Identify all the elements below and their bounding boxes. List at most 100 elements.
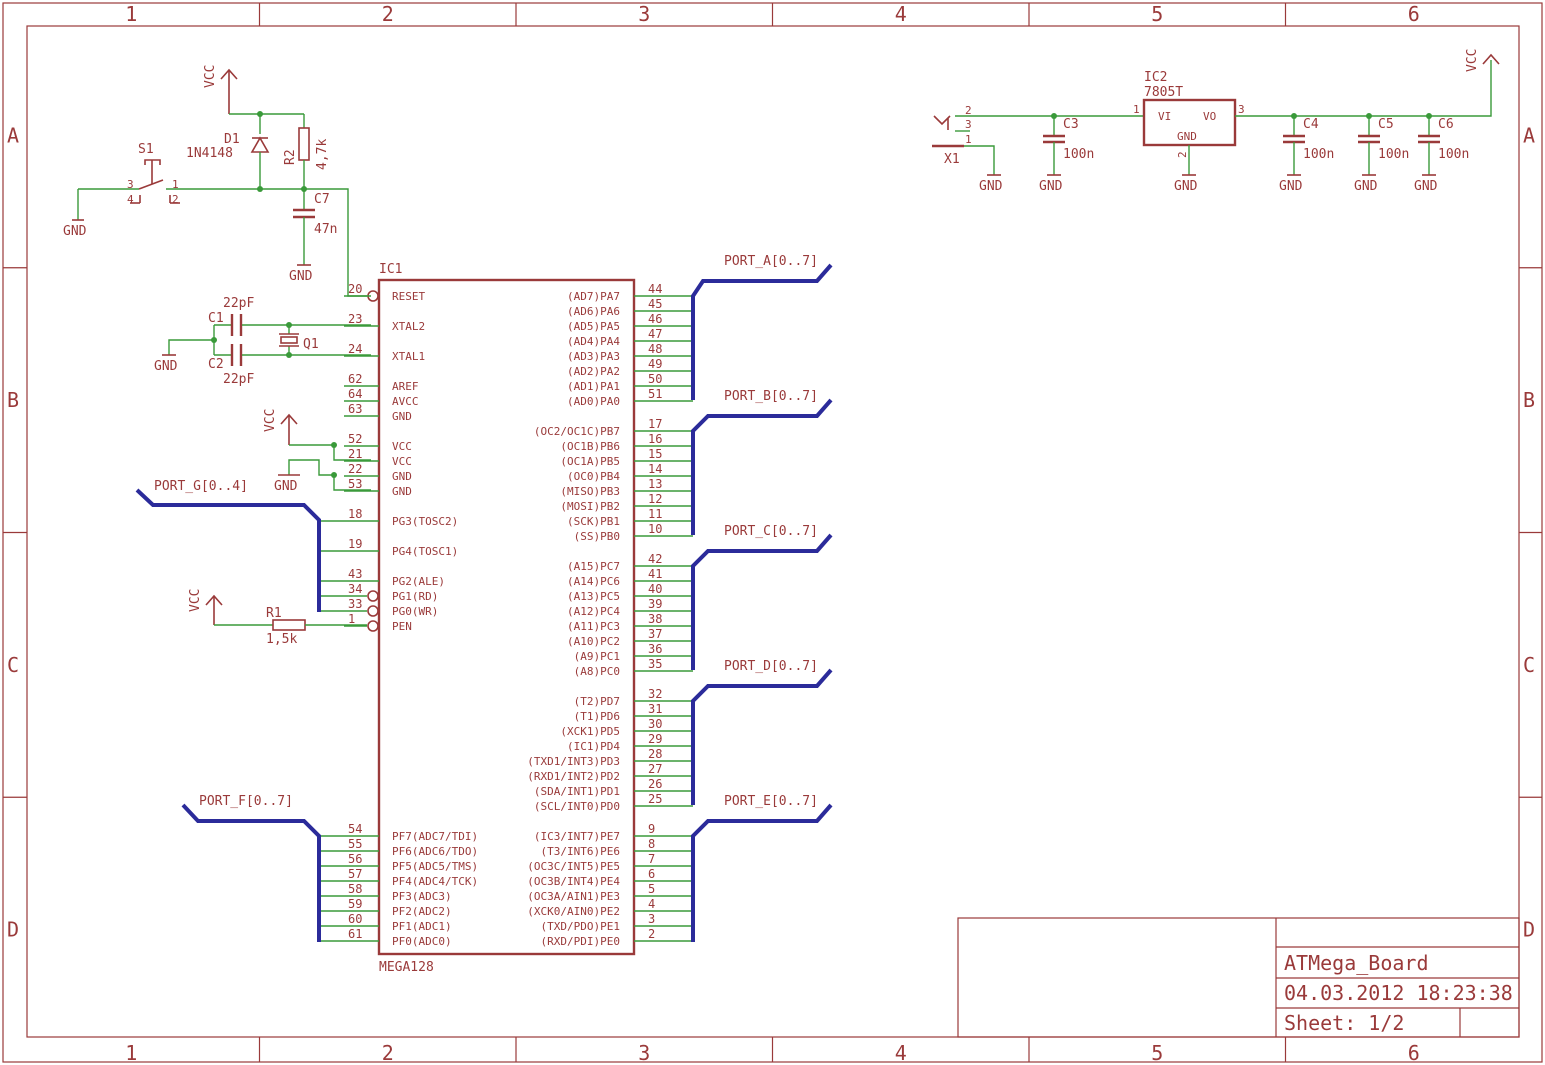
ic1-pin-number: 62 [348,372,362,386]
ic1-pin-number: 56 [348,852,362,866]
ic1-pin-name: (AD2)PA2 [567,365,620,378]
ic1-pin-number: 9 [648,822,655,836]
vcc-label-r1: VCC [188,589,203,612]
c4-ref: C4 [1303,117,1319,132]
ic1-pin-number: 39 [648,597,662,611]
c2-value: 22pF [223,372,254,387]
ic1-pin-number: 15 [648,447,662,461]
ic1-pin-name: (SCK)PB1 [567,515,620,528]
ic1: IC1 MEGA128 20RESET23XTAL224XTAL162AREF6… [319,262,693,975]
ic1-pin-number: 60 [348,912,362,926]
zone-col-label: 2 [382,1041,394,1065]
ic1-pin-number: 46 [648,312,662,326]
ic1-pin-name: PF6(ADC6/TDO) [392,845,478,858]
ic1-pin-number: 44 [648,282,662,296]
ic1-pin-name: GND [392,410,412,423]
title-datetime: 04.03.2012 18:23:38 [1284,981,1513,1005]
ic1-pin-name: (TXD/PDO)PE1 [541,920,620,933]
ic1-pin-name: (IC3/INT7)PE7 [534,830,620,843]
ic1-pin-number: 8 [648,837,655,851]
c3-value: 100n [1063,147,1094,162]
c4-value: 100n [1303,147,1334,162]
ic2-pin-3: 3 [1238,103,1245,116]
c1-value: 22pF [223,296,254,311]
zone-row-label: A [7,123,19,147]
x1-pin-1: 1 [965,133,972,146]
ic1-pin-number: 12 [648,492,662,506]
ic1-pin-name: (AD6)PA6 [567,305,620,318]
zone-row-label: C [1523,653,1535,677]
ic1-pin-name: (AD0)PA0 [567,395,620,408]
ic1-pin-number: 4 [648,897,655,911]
ic1-pin-name: (AD4)PA4 [567,335,620,348]
gnd-label-c6: GND [1414,179,1438,194]
ic1-pin-number: 11 [648,507,662,521]
ic1-pin-name: PF2(ADC2) [392,905,452,918]
d1-ref: D1 [224,132,240,147]
ic1-pin-name: (SDA/INT1)PD1 [534,785,620,798]
s1-ref: S1 [138,142,154,157]
buses: PORT_A[0..7] PORT_B[0..7] PORT_C[0..7] P… [135,254,833,942]
zone-col-label: 3 [638,1041,650,1065]
ic1-pin-number: 64 [348,387,362,401]
ic1-pin-number: 14 [648,462,662,476]
ic1-pin-name: AVCC [392,395,419,408]
ic1-pin-number: 19 [348,537,362,551]
ic2-value: 7805T [1144,85,1183,100]
ic1-pin-name: (OC2/OC1C)PB7 [534,425,620,438]
c3-ref: C3 [1063,117,1079,132]
ic1-pin-name: XTAL1 [392,350,425,363]
zone-col-label: 2 [382,2,394,26]
ic1-pin-name: PG3(TOSC2) [392,515,458,528]
ic1-pin-number: 36 [648,642,662,656]
d1-value: 1N4148 [186,146,233,161]
ic1-pin-name: (A10)PC2 [567,635,620,648]
bus-label-port-c: PORT_C[0..7] [724,524,818,539]
gnd-label-c3: GND [1039,179,1063,194]
ic1-pin-name: (XCK0/AIN0)PE2 [527,905,620,918]
q1-ref: Q1 [303,337,319,352]
ic1-pin-number: 25 [648,792,662,806]
bus-label-port-a: PORT_A[0..7] [724,254,818,269]
ic1-pin-name: AREF [392,380,419,393]
gnd-label-xtal: GND [154,359,178,374]
s1-pin-3: 3 [127,178,134,191]
ic1-pin-number: 35 [648,657,662,671]
bus-label-port-e: PORT_E[0..7] [724,794,818,809]
c2-ref: C2 [208,357,224,372]
power-supply: 2 3 1 X1 GND C3 100n GND IC2 7805T VI VO… [932,49,1500,194]
ic1-pin-number: 63 [348,402,362,416]
ic1-pin-name: (A9)PC1 [574,650,620,663]
ic1-pin-name: (RXD/PDI)PE0 [541,935,620,948]
ic1-pin-number: 28 [648,747,662,761]
ic1-pin-name: GND [392,470,412,483]
ic1-pin-name: (OC1A)PB5 [560,455,620,468]
ic1-pin-name: (T1)PD6 [574,710,620,723]
s1-pin-2: 2 [172,193,179,206]
ic1-pin-name: (OC3A/AIN1)PE3 [527,890,620,903]
ic1-pin-name: PG0(WR) [392,605,438,618]
ic1-pin-name: (OC3B/INT4)PE4 [527,875,620,888]
ic1-pin-number: 55 [348,837,362,851]
ic1-ref: IC1 [379,262,402,277]
ic1-pin-number: 40 [648,582,662,596]
ic1-pin-name: PEN [392,620,412,633]
ic1-pin-number: 16 [648,432,662,446]
ic1-pin-name: VCC [392,440,412,453]
ic1-pin-number: 54 [348,822,362,836]
ic1-pin-number: 38 [648,612,662,626]
ic1-pin-name: (A12)PC4 [567,605,620,618]
ic1-pin-number: 20 [348,282,362,296]
ic1-pin-number: 58 [348,882,362,896]
ic1-pin-name: (SCL/INT0)PD0 [534,800,620,813]
ic1-pin-number: 31 [648,702,662,716]
ic1-pin-number: 53 [348,477,362,491]
zone-col-label: 3 [638,2,650,26]
ic1-pin-number: 57 [348,867,362,881]
zone-row-label: B [1523,388,1535,412]
ic1-pin-name: PF5(ADC5/TMS) [392,860,478,873]
ic1-pin-number: 30 [648,717,662,731]
vcc-label-ic1: VCC [263,409,278,432]
